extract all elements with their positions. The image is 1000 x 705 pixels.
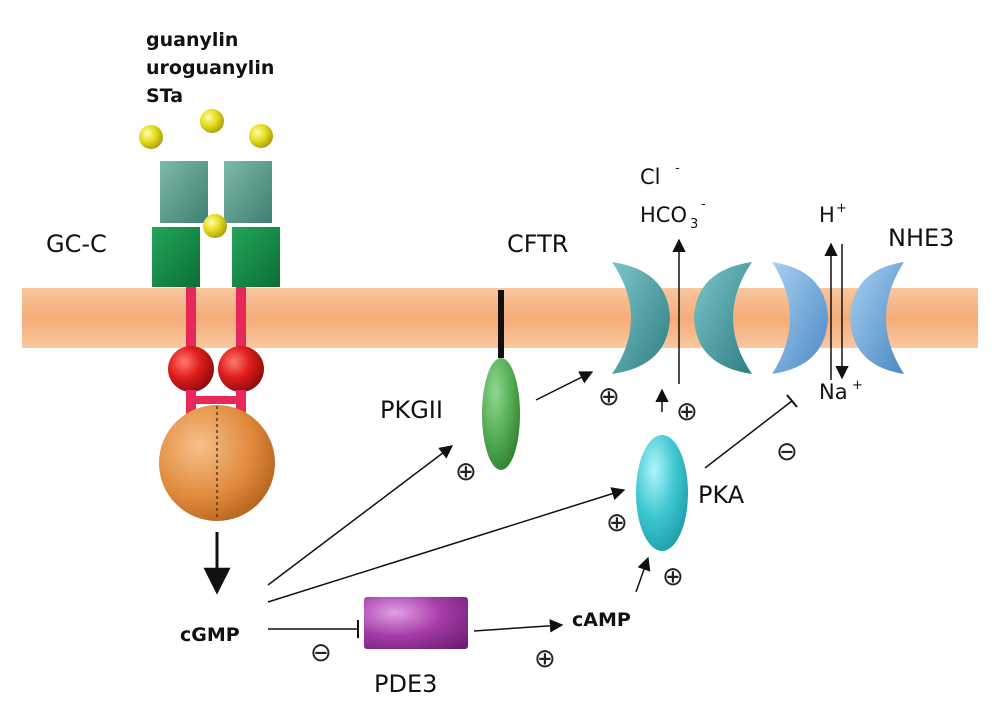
plus-sign-camp: ⊕ bbox=[534, 644, 556, 674]
cgmp-label: cGMP bbox=[180, 624, 240, 646]
gcc-label: GC-C bbox=[46, 230, 107, 258]
pkgii-label: PKGII bbox=[380, 396, 443, 424]
minus-sign-pde3: ⊖ bbox=[310, 638, 332, 668]
bicarbonate-label: HCO 3 - bbox=[640, 197, 706, 232]
cftr-channel bbox=[612, 262, 752, 374]
ligand-label-guanylin: guanylin bbox=[146, 29, 238, 51]
pde3-to-camp-arrow bbox=[473, 619, 564, 633]
camp-to-pka-arrow bbox=[635, 556, 651, 593]
svg-text:-: - bbox=[675, 161, 680, 176]
camp-label: cAMP bbox=[572, 609, 631, 631]
pka-kinase bbox=[636, 435, 688, 551]
svg-text:-: - bbox=[701, 197, 706, 212]
svg-text:Cl: Cl bbox=[640, 165, 661, 189]
chloride-label: Cl - bbox=[640, 161, 680, 189]
svg-text:+: + bbox=[836, 201, 847, 216]
svg-text:3: 3 bbox=[690, 217, 698, 232]
plus-sign-cftr-right: ⊕ bbox=[676, 397, 698, 427]
plus-sign-cftr-left: ⊕ bbox=[598, 382, 620, 412]
pde3-enzyme bbox=[364, 597, 468, 649]
pkgii-to-cftr-arrow bbox=[535, 371, 594, 401]
nhe3-exchanger bbox=[772, 262, 904, 374]
ligand-ball bbox=[139, 125, 163, 149]
ligand-label-sta: STa bbox=[146, 85, 183, 107]
pkgii-kinase bbox=[482, 358, 520, 470]
plus-sign-pka-left: ⊕ bbox=[606, 508, 628, 538]
pka-inhibits-nhe3 bbox=[704, 394, 798, 469]
ligand-label-uroguanylin: uroguanylin bbox=[146, 57, 274, 79]
sodium-label: Na + bbox=[819, 378, 863, 404]
gcc-receptor bbox=[152, 161, 280, 521]
ligand-ball bbox=[200, 109, 224, 133]
nhe3-label: NHE3 bbox=[888, 224, 954, 252]
pde3-label: PDE3 bbox=[374, 670, 437, 698]
svg-text:Na: Na bbox=[819, 380, 848, 404]
ligand-ball bbox=[249, 124, 273, 148]
proton-label: H + bbox=[819, 201, 847, 227]
plus-sign-pka-bottom: ⊕ bbox=[662, 562, 684, 592]
pka-label: PKA bbox=[698, 481, 745, 509]
cgmp-inhibits-pde3 bbox=[268, 620, 359, 638]
minus-sign-nhe3: ⊖ bbox=[776, 437, 798, 467]
cgmp-to-pka-arrow bbox=[267, 487, 626, 603]
svg-text:+: + bbox=[852, 378, 863, 393]
svg-text:HCO: HCO bbox=[640, 203, 687, 227]
cgmp-to-pkgii-arrow bbox=[267, 445, 454, 586]
svg-text:H: H bbox=[819, 203, 835, 227]
cftr-label: CFTR bbox=[507, 230, 568, 258]
plus-sign-pkgii: ⊕ bbox=[455, 457, 477, 487]
